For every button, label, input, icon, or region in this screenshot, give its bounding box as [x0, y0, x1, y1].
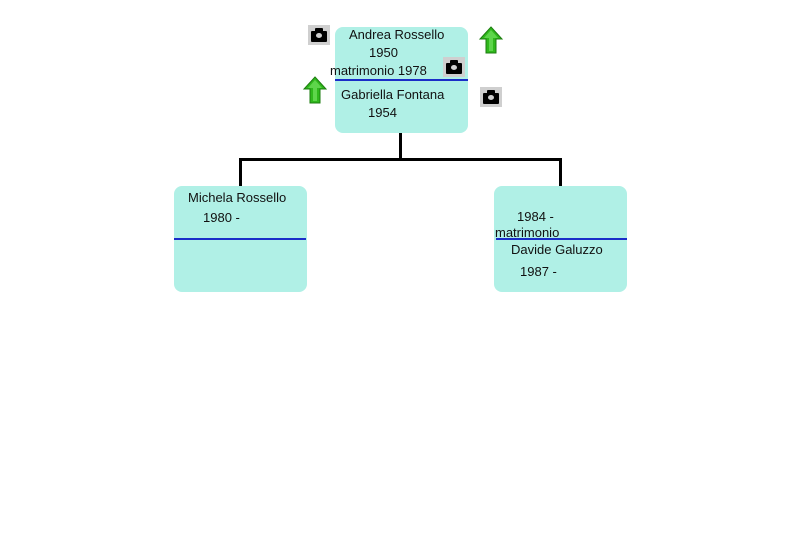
husband-birth-year: 1950 — [369, 45, 398, 60]
wife-name[interactable]: Gabriella Fontana — [341, 87, 445, 102]
couple-separator — [335, 79, 468, 81]
connector-child-1 — [239, 158, 242, 187]
child-1-separator — [174, 238, 306, 240]
child-2-marriage-label: matrimonio — [495, 225, 560, 240]
child-2-spouse-name[interactable]: Davide Galuzzo — [511, 242, 603, 257]
connector-couple-down — [399, 133, 402, 160]
connector-child-2 — [559, 158, 562, 187]
child-2-spouse-years: 1987 - — [520, 264, 557, 279]
child-2-years: 1984 - — [517, 209, 554, 224]
up-arrow-icon[interactable] — [478, 25, 504, 55]
marriage-label: matrimonio 1978 — [330, 63, 427, 78]
wife-birth-year: 1954 — [368, 105, 397, 120]
husband-name[interactable]: Andrea Rossello — [349, 27, 445, 42]
connector-horizontal — [239, 158, 562, 161]
child-1-years: 1980 - — [203, 210, 240, 225]
camera-icon[interactable] — [443, 57, 465, 77]
up-arrow-icon[interactable] — [302, 75, 328, 105]
camera-icon[interactable] — [480, 87, 502, 107]
camera-icon[interactable] — [308, 25, 330, 45]
child-2-separator — [496, 238, 627, 240]
child-1-name[interactable]: Michela Rossello — [188, 190, 287, 205]
